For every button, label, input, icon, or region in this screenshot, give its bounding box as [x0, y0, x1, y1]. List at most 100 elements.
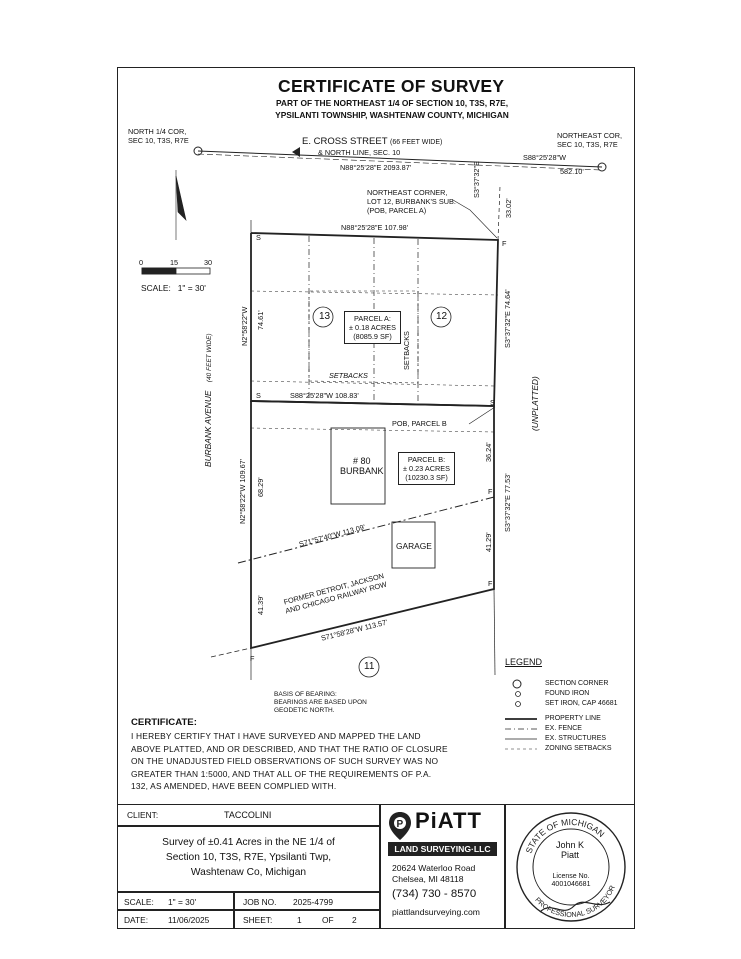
- scale-value: 1" = 30': [168, 897, 197, 907]
- seal-ring-bottom: PROFESSIONAL SURVEYOR: [533, 884, 617, 919]
- parcel-b-box: PARCEL B: ± 0.23 ACRES (10230.3 SF): [398, 452, 455, 485]
- date-cell: DATE: 11/06/2025: [117, 910, 234, 929]
- parcel-line: ± 0.18 ACRES: [349, 323, 396, 332]
- sheet-cell: SHEET: 1 OF 2: [234, 910, 380, 929]
- bearing-east: S88°25'28"W: [523, 153, 567, 162]
- sheet-total: 2: [352, 915, 357, 925]
- lot-11-label: 11: [364, 661, 375, 672]
- address-line: Chelsea, MI 48118: [392, 874, 464, 884]
- legend-title: LEGEND: [505, 657, 543, 667]
- of-label: OF: [322, 915, 334, 925]
- house-structure: [330, 427, 386, 505]
- seal-name-line: Piatt: [560, 850, 579, 860]
- client-value: TACCOLINI: [224, 810, 272, 820]
- setbacks-horizontal: SETBACKS: [329, 371, 368, 380]
- legend-item: PROPERTY LINE: [545, 715, 601, 722]
- certificate-line: ON THE UNADJUSTED FIELD OBSERVATIONS OF …: [131, 756, 439, 767]
- certificate-heading: CERTIFICATE:: [131, 717, 197, 728]
- house-line: # 80: [352, 456, 371, 466]
- east-tie-line: [497, 185, 501, 241]
- railway-row-line: [237, 496, 495, 564]
- bearing-main: N88°25'28"E 2093.87': [340, 163, 412, 172]
- garage-structure: [391, 521, 436, 569]
- parcel-a-box: PARCEL A: ± 0.18 ACRES (8085.9 SF): [344, 311, 401, 344]
- west-a-bearing: N2°58'22"W: [240, 306, 249, 346]
- east-tie-bearing: S3°37'32"E: [472, 161, 481, 198]
- east-b-label: S3°37'32"E 77.53': [503, 473, 512, 532]
- west-a-dist: 74.61': [256, 310, 265, 330]
- basis-of-bearing: BASIS OF BEARING: BEARINGS ARE BASED UPO…: [274, 691, 367, 715]
- seal-block: STATE OF MICHIGAN PROFESSIONAL SURVEYOR …: [505, 804, 635, 929]
- company-logo-sub: LAND SURVEYING·LLC: [388, 842, 497, 856]
- north-arrow-icon: [175, 175, 187, 221]
- north-quarter-corner-label: NORTH 1/4 COR, SEC 10, T3S, R7E: [128, 127, 189, 145]
- street-centerline: [197, 153, 603, 171]
- pob-parcel-b: POB, PARCEL B: [392, 419, 447, 428]
- basis-line: GEODETIC NORTH.: [274, 707, 335, 714]
- certificate-line: ABOVE PLATTED, AND OR DESCRIBED, AND THA…: [131, 743, 448, 754]
- seal-name-line: John K: [555, 840, 585, 850]
- surveyor-seal: STATE OF MICHIGAN PROFESSIONAL SURVEYOR: [516, 812, 626, 922]
- date-label: DATE:: [124, 915, 149, 925]
- corner-mark: F: [488, 579, 493, 588]
- svg-text:P: P: [397, 819, 404, 830]
- scale-tick: 0: [139, 258, 144, 267]
- house-label: # 80 BURBANK: [340, 456, 384, 476]
- signature-mark: [539, 901, 611, 913]
- license-label: License No.: [552, 873, 590, 880]
- legend-item: SET IRON, CAP 46681: [545, 700, 618, 707]
- basis-line: BASIS OF BEARING:: [274, 691, 337, 698]
- dist-east: 582.10': [560, 167, 584, 176]
- legend-item: ZONING SETBACKS: [545, 745, 612, 752]
- east-b-dist2: 41.29': [484, 532, 493, 552]
- street-w-width: (40 FEET WIDE): [206, 333, 213, 383]
- seal-license: License No. 4001046681: [540, 873, 602, 889]
- legend-item: SECTION CORNER: [545, 680, 609, 687]
- company-block: P PiATT LAND SURVEYING·LLC 20624 Waterlo…: [380, 804, 505, 929]
- page-subtitle: PART OF THE NORTHEAST 1/4 OF SECTION 10,…: [222, 97, 562, 121]
- note-line: (POB, PARCEL A): [367, 206, 427, 215]
- page-title: CERTIFICATE OF SURVEY: [278, 76, 505, 96]
- section-north-line: [197, 150, 603, 168]
- lot-13-label: 13: [319, 311, 331, 322]
- street-w-name: BURBANK AVENUE: [203, 390, 213, 467]
- scale-tick: 15: [170, 258, 179, 267]
- job-cell: JOB NO. 2025-4799: [234, 892, 380, 910]
- corner-line: SEC 10, T3S, R7E: [128, 136, 189, 145]
- scale-cell: SCALE: 1" = 30': [117, 892, 234, 910]
- parcel-line: (10230.3 SF): [405, 473, 448, 482]
- west-b-label: N2°58'22"W 109.67': [238, 458, 247, 524]
- garage-label: GARAGE: [396, 541, 432, 551]
- note-line: LOT 12, BURBANK'S SUB.: [367, 197, 456, 206]
- corner-mark: S: [256, 391, 261, 400]
- parcel-line: (8085.9 SF): [353, 332, 392, 341]
- certificate-text: I HEREBY CERTIFY THAT I HAVE SURVEYED AN…: [131, 730, 501, 793]
- corner-mark: F: [502, 239, 507, 248]
- scale-label-cell: SCALE:: [124, 897, 154, 907]
- middle-line-label: S88°25'28"W 108.83': [290, 391, 359, 400]
- burbank-avenue-label: BURBANK AVENUE (40 FEET WIDE): [203, 333, 213, 467]
- sheet-value: 1: [297, 915, 302, 925]
- client-row: CLIENT: TACCOLINI: [117, 804, 380, 826]
- ne-lot-note: NORTHEAST CORNER, LOT 12, BURBANK'S SUB.…: [367, 188, 456, 215]
- parcel-line: ± 0.23 ACRES: [403, 464, 450, 473]
- date-value: 11/06/2025: [168, 915, 210, 925]
- company-phone: (734) 730 - 8570: [392, 888, 477, 900]
- section-corner-icon: [193, 146, 203, 156]
- description-line: Washtenaw Co, Michigan: [190, 867, 307, 878]
- parcel-line: PARCEL A:: [354, 314, 391, 323]
- corner-mark: S: [256, 233, 261, 242]
- street-name: E. CROSS STREET (66 FEET WIDE): [302, 136, 442, 147]
- company-web: piattlandsurveying.com: [392, 907, 480, 917]
- description-block: Survey of ±0.41 Acres in the NE 1/4 of S…: [117, 826, 380, 892]
- corner-line: NORTH 1/4 COR,: [128, 127, 187, 136]
- section-line-label: & NORTH LINE, SEC. 10: [318, 148, 401, 157]
- northeast-corner-label: NORTHEAST COR, SEC 10, T3S, R7E: [557, 131, 622, 149]
- job-label: JOB NO.: [243, 897, 277, 907]
- client-label: CLIENT:: [127, 810, 159, 820]
- street-label: E. CROSS STREET: [302, 136, 388, 147]
- zoning-setbacks: [308, 290, 419, 384]
- subtitle-line: YPSILANTI TOWNSHIP, WASHTENAW COUNTY, MI…: [275, 110, 509, 120]
- corner-line: SEC 10, T3S, R7E: [557, 140, 618, 149]
